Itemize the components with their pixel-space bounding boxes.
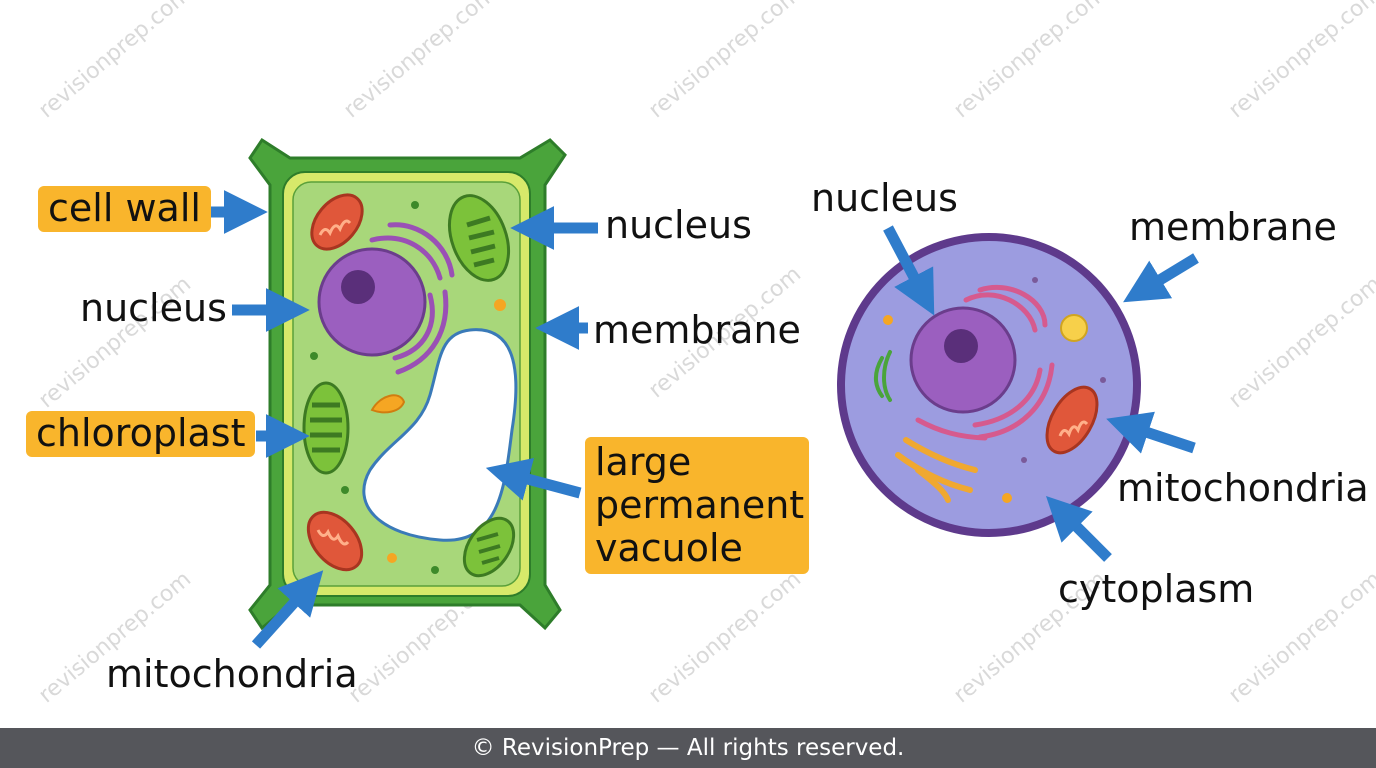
chloroplast	[462, 516, 516, 578]
arrow-vacuole	[485, 457, 582, 501]
label-cytoplasm: cytoplasm	[1058, 567, 1255, 611]
plant-cell	[248, 137, 567, 631]
chloroplast	[448, 194, 510, 282]
arrow-cytoplasm	[1045, 495, 1112, 562]
label-membrane-animal: membrane	[1129, 205, 1337, 249]
arrow-mitochondria-plant	[251, 570, 324, 649]
granule	[1032, 277, 1038, 283]
ribosome-cluster	[370, 394, 406, 414]
mitochondrion	[306, 510, 364, 572]
vacuole-label-line: permanent	[595, 483, 805, 527]
large-permanent-vacuole	[362, 328, 518, 542]
endoplasmic-reticulum	[369, 222, 455, 375]
label-cell-wall: cell wall	[38, 186, 211, 232]
vesicle	[387, 553, 397, 563]
label-arrows	[210, 190, 1199, 649]
label-nucleus-animal: nucleus	[811, 176, 958, 220]
vacuole-label-line: vacuole	[595, 526, 743, 570]
label-nucleus-left: nucleus	[80, 286, 227, 330]
endoplasmic-reticulum	[915, 284, 1055, 441]
mitochondrion	[310, 193, 364, 251]
cells-illustration	[210, 137, 1199, 649]
plant-nucleus	[317, 247, 427, 357]
label-chloroplast: chloroplast	[26, 411, 256, 457]
arrow-mitochondria-animal	[1106, 411, 1196, 454]
label-mitochondria-plant: mitochondria	[106, 652, 358, 696]
mitochondrion	[1045, 385, 1099, 455]
animal-nucleus	[909, 306, 1017, 414]
granule	[341, 486, 349, 494]
vesicle	[883, 315, 893, 325]
arrow-nucleus-animal	[883, 225, 935, 316]
golgi-apparatus	[895, 437, 978, 503]
label-mitochondria-animal: mitochondria	[1117, 466, 1369, 510]
vacuole-small	[1060, 314, 1088, 342]
vesicle-cluster	[874, 350, 892, 402]
copyright-footer: © RevisionPrep — All rights reserved.	[0, 728, 1376, 768]
animal-cell	[837, 233, 1141, 537]
label-large-permanent-vacuole: large permanent vacuole	[585, 437, 809, 574]
granule	[310, 352, 318, 360]
vesicle	[494, 299, 506, 311]
granule	[1100, 377, 1106, 383]
vacuole-label-line: large	[595, 440, 692, 484]
vesicle	[1002, 493, 1012, 503]
granule	[411, 201, 419, 209]
chloroplast	[302, 381, 350, 475]
granule	[431, 566, 439, 574]
arrow-membrane-animal	[1123, 253, 1199, 303]
granule	[1021, 457, 1027, 463]
label-nucleus-right: nucleus	[605, 203, 752, 247]
label-membrane-plant: membrane	[593, 308, 801, 352]
